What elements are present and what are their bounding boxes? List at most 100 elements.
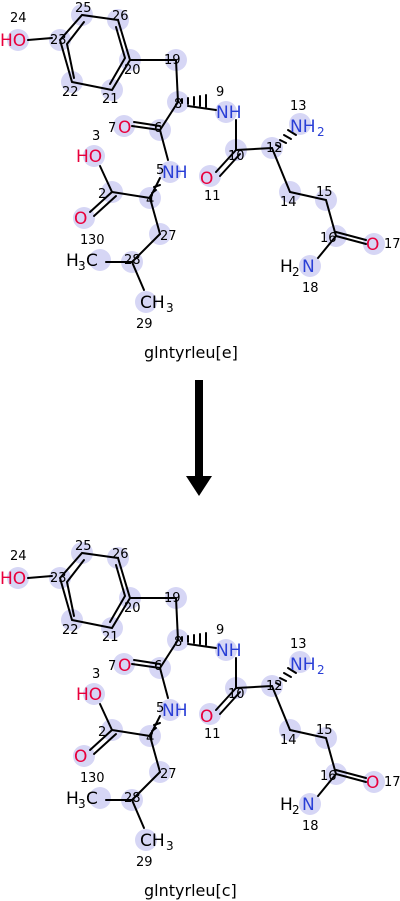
index-25-b: 25	[75, 539, 92, 554]
index-11-b: 11	[204, 727, 221, 742]
index-7: 7	[108, 121, 116, 136]
arrow-head-icon	[186, 476, 212, 496]
oxygen-11-label: O	[200, 169, 213, 189]
index-28-b: 28	[124, 791, 141, 806]
carboxyl-o-label: O	[74, 209, 87, 229]
arrow-shaft	[195, 380, 203, 478]
stereo-wedge-8-bottom	[181, 632, 207, 646]
stereo-wedge-4-bottom	[149, 722, 161, 738]
index-13-b: 13	[290, 637, 307, 652]
index-17: 17	[384, 237, 400, 252]
index-6-b: 6	[154, 659, 162, 674]
methyl-29-sub: 3	[166, 301, 174, 315]
index-26: 26	[112, 9, 129, 24]
index-17-b: 17	[384, 775, 400, 790]
amine-n13-sub-b: 2	[317, 663, 325, 677]
oxygen-7-label-b: O	[118, 656, 131, 676]
bottom-atom-labels: HO O NH O NH 2 O H 2 N NH HO O H 3 C CH …	[0, 569, 379, 853]
stereo-wedge-12-bottom	[275, 667, 297, 686]
index-24: 24	[10, 11, 27, 26]
index-14-b: 14	[280, 733, 297, 748]
methyl-30-sub: 3	[78, 259, 86, 273]
amide-n18-h: H	[280, 257, 293, 277]
hydroxyl-label: HO	[0, 31, 26, 51]
index-10: 10	[228, 149, 245, 164]
index-29: 29	[136, 317, 153, 332]
top-atom-indices: 24 25 26 23 19 20 22 21 9 8 7 6 13 10 12…	[10, 1, 400, 332]
methyl-30-h: H	[66, 251, 79, 271]
index-19-b: 19	[164, 591, 181, 606]
index-15: 15	[316, 185, 333, 200]
index-2-b: 2	[98, 725, 106, 740]
index-3-b: 3	[92, 667, 100, 682]
index-29-b: 29	[136, 855, 153, 870]
index-24-b: 24	[10, 549, 27, 564]
index-9: 9	[216, 85, 224, 100]
amide-n18-n: N	[302, 257, 315, 277]
index-6: 6	[154, 121, 162, 136]
amide-n18-h-b: H	[280, 795, 293, 815]
amide-n18-sub-b: 2	[292, 803, 300, 817]
index-27-b: 27	[160, 767, 177, 782]
index-26-b: 26	[112, 547, 129, 562]
index-20: 20	[124, 63, 141, 78]
oxygen-17-label-b: O	[366, 773, 379, 793]
index-13: 13	[290, 99, 307, 114]
methyl-30-h-b: H	[66, 789, 79, 809]
stereo-wedge-8	[181, 94, 207, 108]
index-15-b: 15	[316, 723, 333, 738]
amide-n5-label-b: NH	[162, 701, 188, 721]
index-27: 27	[160, 229, 177, 244]
oxygen-17-label: O	[366, 235, 379, 255]
index-1: 1	[80, 233, 88, 248]
index-14: 14	[280, 195, 297, 210]
index-11: 11	[204, 189, 221, 204]
index-21: 21	[102, 92, 119, 107]
methyl-30-c: C	[86, 251, 98, 271]
stereo-wedge-12	[275, 129, 297, 148]
index-9-b: 9	[216, 623, 224, 638]
amine-n13-sub: 2	[317, 125, 325, 139]
methyl-29-label: CH	[140, 293, 165, 313]
methyl-30-sub-b: 3	[78, 797, 86, 811]
index-4: 4	[146, 193, 154, 208]
index-12-b: 12	[266, 679, 283, 694]
bottom-molecule-structure: HO O NH O NH 2 O H 2 N NH HO O H 3 C CH …	[0, 539, 400, 870]
top-atom-labels: HO O NH O NH 2 O H 2 N NH HO O H 3 C CH …	[0, 31, 379, 315]
amine-n13-label-b: NH	[290, 655, 316, 675]
index-16: 16	[320, 231, 337, 246]
bottom-atom-indices: 24 25 26 23 19 20 22 21 9 8 7 6 13 10 12…	[10, 539, 400, 870]
carboxyl-oh-label: HO	[76, 147, 102, 167]
hydroxyl-label-b: HO	[0, 569, 26, 589]
index-21-b: 21	[102, 630, 119, 645]
index-28: 28	[124, 253, 141, 268]
oxygen-7-label: O	[118, 118, 131, 138]
amide-n18-n-b: N	[302, 795, 315, 815]
index-4-b: 4	[146, 731, 154, 746]
methyl-30-c-b: C	[86, 789, 98, 809]
methyl-29-label-b: CH	[140, 831, 165, 851]
index-30-b: 30	[88, 771, 105, 786]
carboxyl-o-label-b: O	[74, 747, 87, 767]
top-molecule-structure	[6, 3, 386, 314]
amide-n18-sub: 2	[292, 265, 300, 279]
index-1-b: 1	[80, 771, 88, 786]
index-8: 8	[174, 97, 182, 112]
index-3: 3	[92, 129, 100, 144]
stereo-wedge-4	[149, 184, 161, 200]
amine-n13-label: NH	[290, 117, 316, 137]
index-19: 19	[164, 53, 181, 68]
amide-n9-label-b: NH	[216, 641, 242, 661]
index-16-b: 16	[320, 769, 337, 784]
index-8-b: 8	[174, 635, 182, 650]
index-2: 2	[98, 187, 106, 202]
index-5-b: 5	[156, 701, 164, 716]
top-caption: glntyrleu[e]	[144, 343, 238, 362]
oxygen-11-label-b: O	[200, 707, 213, 727]
index-23-b: 23	[50, 571, 67, 586]
index-10-b: 10	[228, 687, 245, 702]
index-18-b: 18	[302, 819, 319, 834]
methyl-29-sub-b: 3	[166, 839, 174, 853]
